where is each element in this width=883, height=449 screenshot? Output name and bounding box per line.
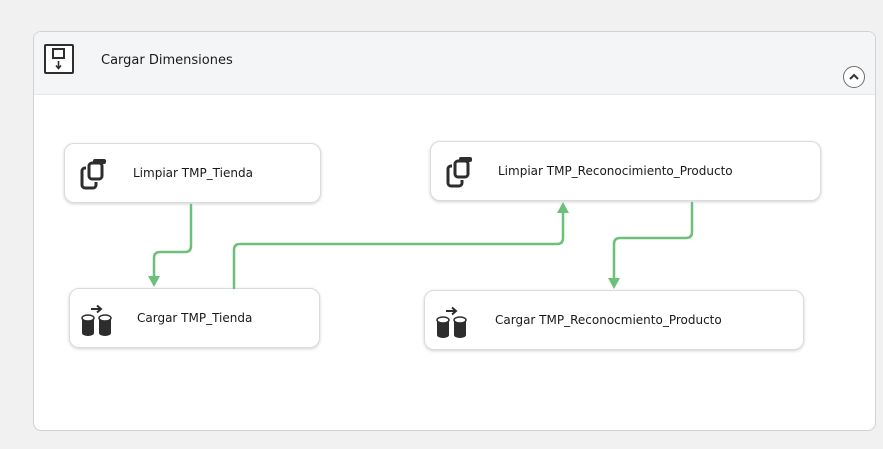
task-label: Cargar TMP_Reconocmiento_Producto [495, 313, 722, 327]
data-flow-task-icon [435, 305, 473, 343]
task-cargar-tmp-reconocmiento-producto[interactable]: Cargar TMP_Reconocmiento_Producto [424, 290, 804, 350]
sequence-container[interactable]: Cargar Dimensiones [33, 31, 876, 431]
sequence-container-icon [44, 44, 74, 74]
collapse-button[interactable] [843, 66, 865, 88]
task-label: Limpiar TMP_Reconocimiento_Producto [498, 164, 733, 178]
task-limpiar-tmp-reconocimiento-producto[interactable]: Limpiar TMP_Reconocimiento_Producto [430, 141, 821, 201]
data-flow-task-icon [80, 303, 118, 341]
chevron-up-icon [849, 73, 859, 80]
task-label: Cargar TMP_Tienda [137, 311, 253, 325]
execute-sql-task-icon [442, 155, 476, 193]
task-label: Limpiar TMP_Tienda [133, 166, 253, 180]
container-title: Cargar Dimensiones [101, 53, 233, 68]
task-limpiar-tmp-tienda[interactable]: Limpiar TMP_Tienda [64, 143, 321, 203]
execute-sql-task-icon [76, 157, 110, 195]
container-header[interactable]: Cargar Dimensiones [34, 32, 875, 95]
task-cargar-tmp-tienda[interactable]: Cargar TMP_Tienda [69, 288, 320, 348]
